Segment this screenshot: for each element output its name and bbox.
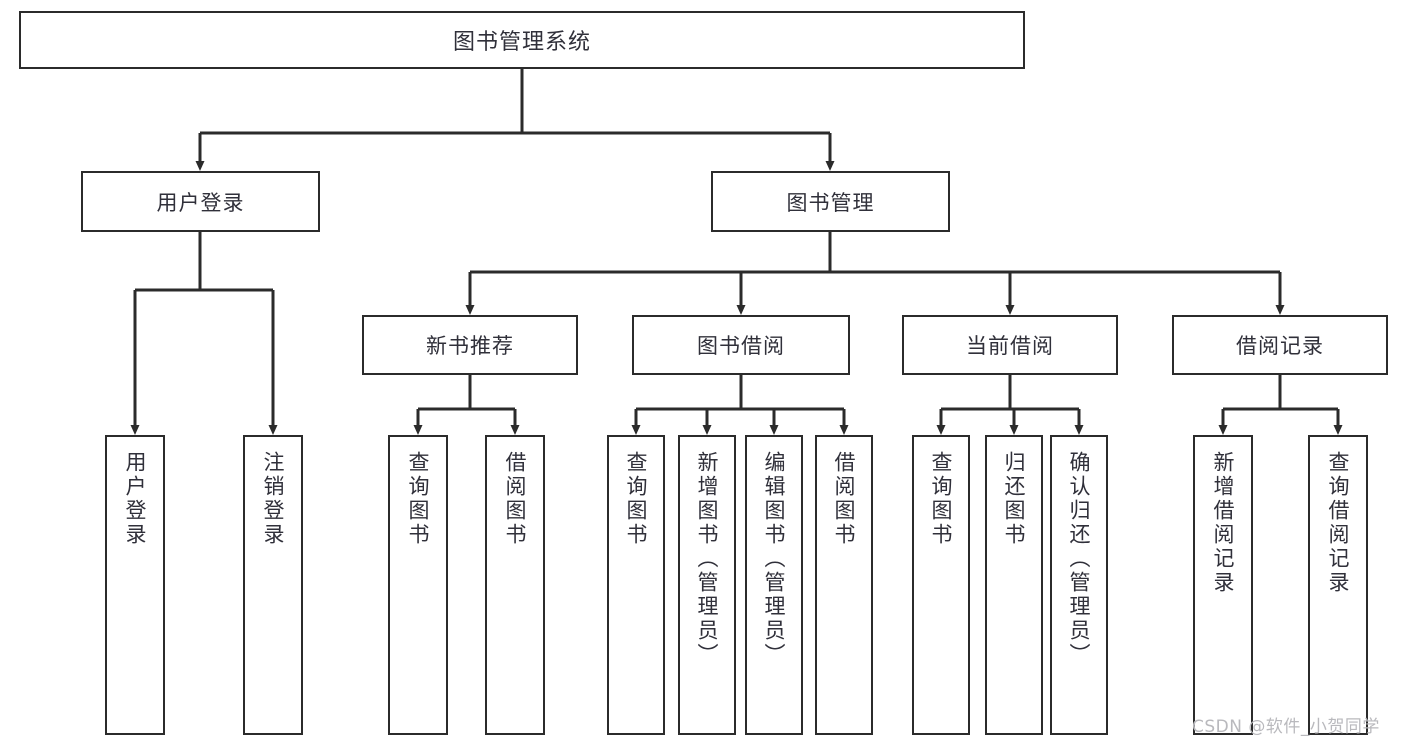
node-label: 借阅图书: [832, 451, 857, 547]
node-current-borrow[interactable]: 当前借阅: [902, 315, 1118, 375]
leaf-query-book-3[interactable]: 查询图书: [912, 435, 970, 735]
node-label: 借阅记录: [1236, 334, 1324, 358]
leaf-query-record[interactable]: 查询借阅记录: [1308, 435, 1368, 735]
leaf-query-book-1[interactable]: 查询图书: [388, 435, 448, 735]
node-label: 图书管理系统: [452, 30, 591, 55]
node-book-borrow[interactable]: 图书借阅: [632, 315, 850, 375]
node-label: 新增图书（管理员）: [695, 451, 720, 667]
leaf-borrow-book-2[interactable]: 借阅图书: [815, 435, 873, 735]
node-new-book-recommend[interactable]: 新书推荐: [362, 315, 578, 375]
node-user-login[interactable]: 用户登录: [81, 171, 320, 232]
node-label: 图书管理: [786, 190, 875, 215]
node-label: 查询借阅记录: [1326, 451, 1351, 595]
leaf-user-logout[interactable]: 注销登录: [243, 435, 303, 735]
node-label: 查询图书: [929, 451, 954, 547]
node-system-root[interactable]: 图书管理系统: [19, 11, 1025, 69]
leaf-add-book[interactable]: 新增图书（管理员）: [678, 435, 736, 735]
node-borrow-record[interactable]: 借阅记录: [1172, 315, 1388, 375]
node-label: 注销登录: [261, 451, 286, 547]
leaf-query-book-2[interactable]: 查询图书: [607, 435, 665, 735]
csdn-watermark: CSDN @软件_小贺同学: [1192, 717, 1380, 737]
node-label: 编辑图书（管理员）: [762, 451, 787, 667]
node-book-manage[interactable]: 图书管理: [711, 171, 950, 232]
node-label: 当前借阅: [966, 334, 1054, 358]
leaf-add-record[interactable]: 新增借阅记录: [1193, 435, 1253, 735]
leaf-edit-book[interactable]: 编辑图书（管理员）: [745, 435, 803, 735]
node-label: 新增借阅记录: [1211, 451, 1236, 595]
leaf-return-book[interactable]: 归还图书: [985, 435, 1043, 735]
node-label: 确认归还（管理员）: [1067, 451, 1092, 667]
leaf-borrow-book-1[interactable]: 借阅图书: [485, 435, 545, 735]
node-label: 查询图书: [624, 451, 649, 547]
node-label: 用户登录: [156, 190, 245, 215]
node-label: 图书借阅: [697, 334, 785, 358]
node-label: 归还图书: [1002, 451, 1027, 547]
node-label: 新书推荐: [426, 334, 514, 358]
node-label: 借阅图书: [503, 451, 528, 547]
node-label: 查询图书: [406, 451, 431, 547]
leaf-confirm-return[interactable]: 确认归还（管理员）: [1050, 435, 1108, 735]
leaf-user-login[interactable]: 用户登录: [105, 435, 165, 735]
node-label: 用户登录: [123, 451, 148, 547]
